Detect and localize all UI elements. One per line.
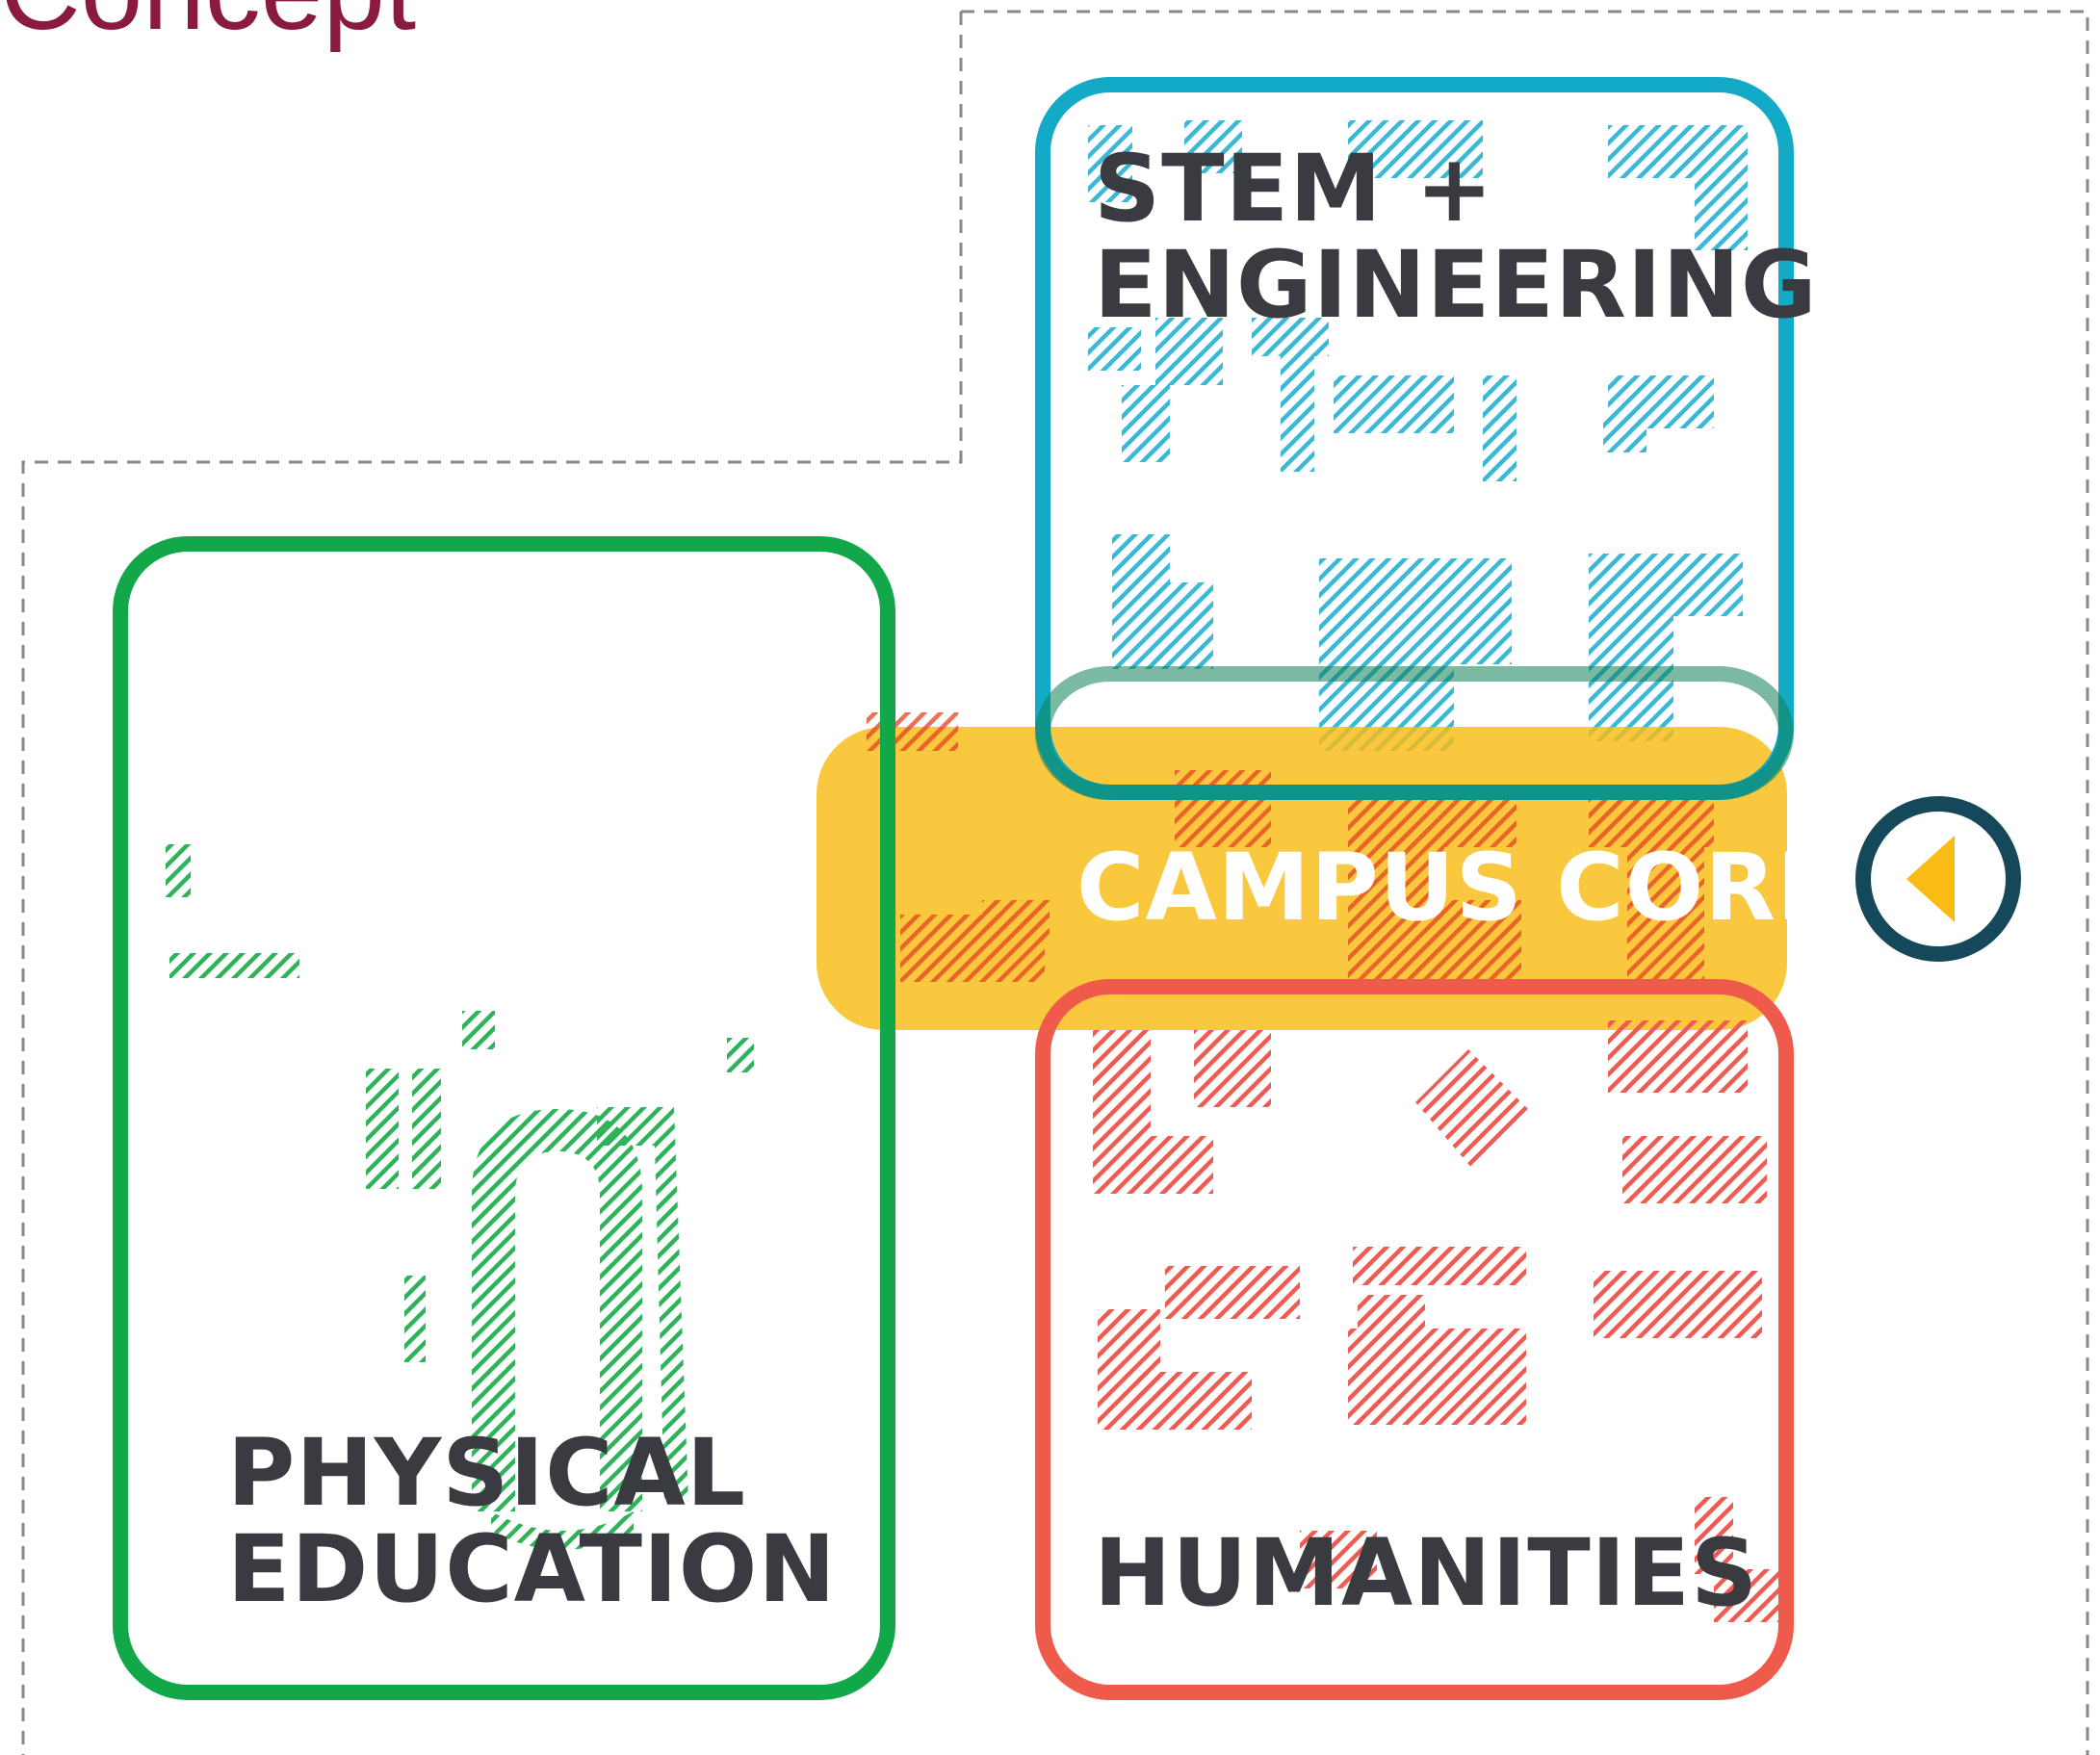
pe-buildings (166, 844, 754, 1550)
stem-label-line1: STEM + (1094, 135, 1494, 243)
stem-engineering-label: STEM + ENGINEERING (1094, 141, 1818, 333)
pe-label-line1: PHYSICAL (227, 1419, 746, 1527)
campus-core-band (817, 727, 1787, 1030)
page-title: Concept (0, 0, 416, 46)
stem-buildings (1088, 120, 1748, 751)
pe-label-line2: EDUCATION (227, 1515, 837, 1623)
stem-label-line2: ENGINEERING (1094, 231, 1818, 339)
humanities-zone-outline (1035, 979, 1794, 1700)
pe-zone-outline (113, 536, 895, 1700)
stem-zone-lower-edge (1035, 666, 1794, 800)
humanities-label: HUMANITIES (1094, 1519, 1759, 1627)
play-left-in-circle-icon (1855, 796, 2021, 962)
physical-education-label: PHYSICAL EDUCATION (227, 1425, 837, 1617)
humanities-buildings (1093, 1020, 1791, 1622)
site-boundary (21, 10, 2089, 1755)
campus-core-label: CAMPUS CORE (1076, 834, 1841, 942)
core-buildings (867, 712, 1714, 987)
